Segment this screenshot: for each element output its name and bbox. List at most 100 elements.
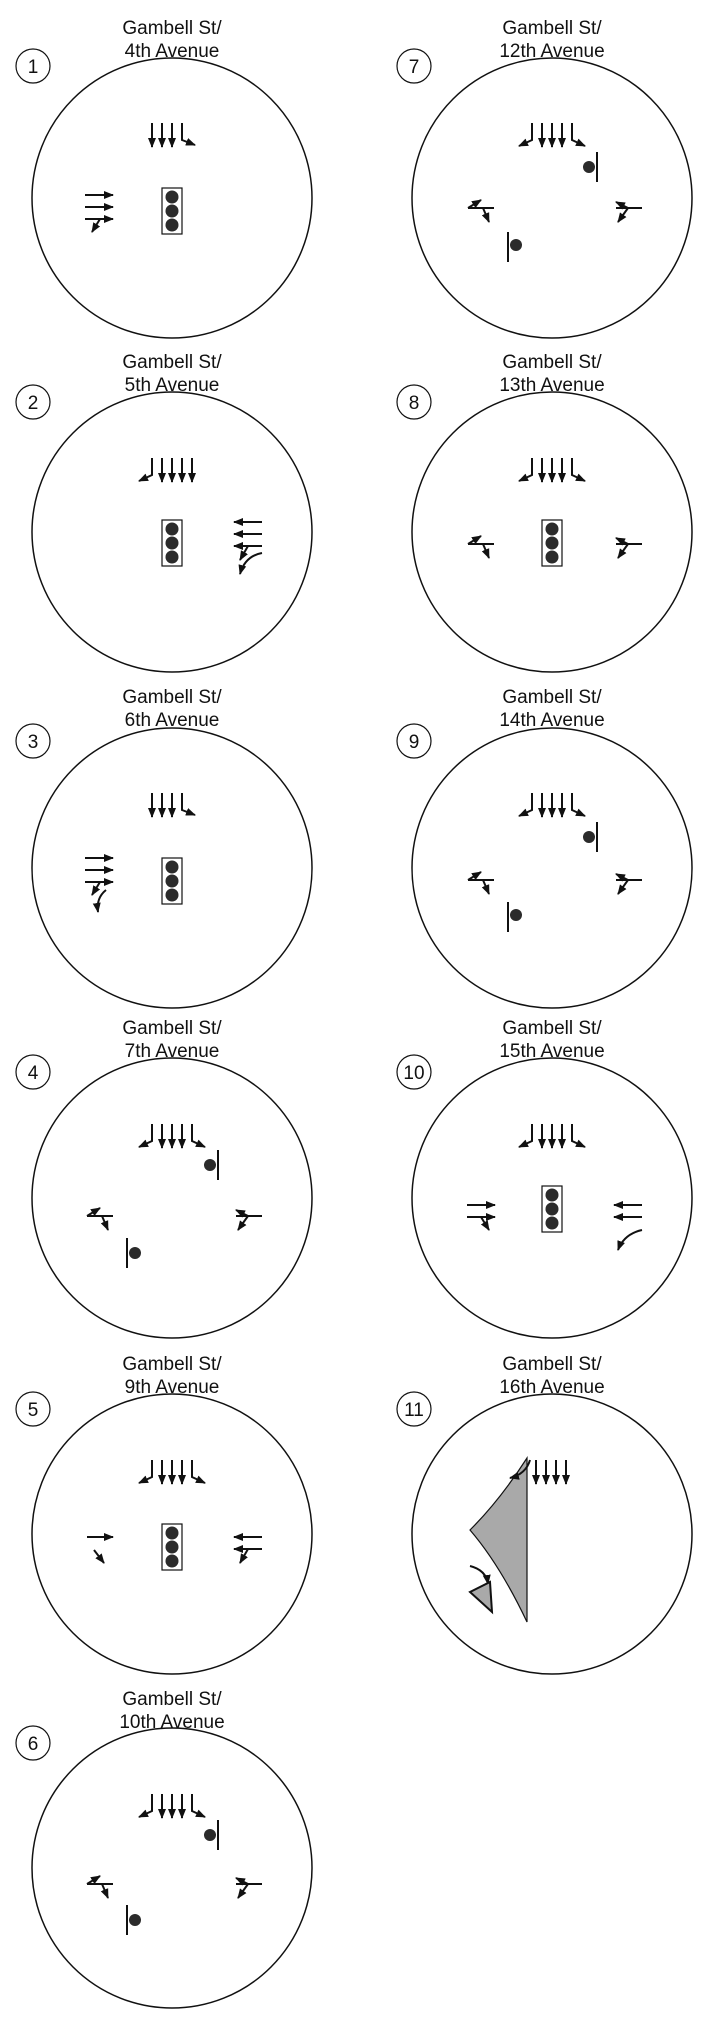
- intersection-number: 11: [404, 1400, 424, 1421]
- intersection-panel-11: Gambell St/ 16th Avenue 11: [396, 1354, 693, 1675]
- intersection-title-street: Gambell St/: [502, 18, 602, 39]
- westbound-lane-arrows: [235, 1209, 262, 1231]
- traffic-signal-icon: [161, 187, 183, 235]
- intersection-title-street: Gambell St/: [122, 1354, 222, 1375]
- yield-sign-icon: [468, 1580, 494, 1615]
- intersection-title-cross-street: 7th Avenue: [125, 1041, 220, 1062]
- intersection-circle: [31, 391, 313, 673]
- intersection-title-cross-street: 15th Avenue: [499, 1041, 604, 1062]
- intersection-number: 2: [28, 393, 39, 414]
- intersection-panel-3: Gambell St/ 6th Avenue 3: [15, 687, 313, 1009]
- eastbound-lane-arrows: [85, 854, 114, 913]
- intersection-number-badge: [396, 384, 432, 420]
- intersection-number-badge: [15, 384, 51, 420]
- southbound-lane-arrows: [518, 1124, 586, 1149]
- westbound-lane-arrows: [613, 1201, 643, 1251]
- southbound-lane-arrows: [518, 123, 586, 148]
- intersection-title-street: Gambell St/: [502, 687, 602, 708]
- intersection-number: 4: [28, 1063, 39, 1084]
- eastbound-lane-arrows: [85, 191, 114, 233]
- eastbound-lane-arrows: [86, 1875, 113, 1899]
- intersection-number-badge: [15, 48, 51, 84]
- intersection-panel-7: Gambell St/ 12th Avenue 7: [396, 18, 693, 339]
- intersection-circle: [411, 1057, 693, 1339]
- southbound-lane-arrows: [509, 1459, 570, 1485]
- stop-sign-icon: [126, 1905, 141, 1935]
- intersection-title-cross-street: 9th Avenue: [125, 1377, 220, 1398]
- intersection-circle: [411, 727, 693, 1009]
- traffic-signal-icon: [161, 1523, 183, 1571]
- intersection-number-badge: [396, 48, 432, 84]
- stop-sign-icon: [204, 1820, 219, 1850]
- intersection-title-street: Gambell St/: [122, 1018, 222, 1039]
- intersection-panel-6: Gambell St/ 10th Avenue 6: [15, 1689, 313, 2009]
- westbound-lane-arrows: [235, 1877, 262, 1899]
- intersection-number: 9: [409, 732, 420, 753]
- westbound-lane-arrows: [615, 537, 642, 559]
- southbound-lane-arrows: [138, 1794, 206, 1819]
- traffic-signal-icon: [161, 519, 183, 567]
- westbound-lane-arrows: [615, 201, 642, 223]
- intersection-number-badge: [15, 723, 51, 759]
- intersection-title-street: Gambell St/: [122, 18, 222, 39]
- intersection-panel-1: Gambell St/ 4th Avenue 1: [15, 18, 313, 339]
- intersection-title-cross-street: 4th Avenue: [125, 41, 220, 62]
- eastbound-lane-arrows: [467, 199, 494, 223]
- intersection-title-cross-street: 13th Avenue: [499, 375, 604, 396]
- intersection-number-badge: [15, 1391, 51, 1427]
- westbound-lane-arrows: [615, 873, 642, 895]
- traffic-signal-icon: [541, 519, 563, 567]
- intersection-title-cross-street: 16th Avenue: [499, 1377, 604, 1398]
- eastbound-lane-arrows: [467, 871, 494, 895]
- intersection-circle: [411, 391, 693, 673]
- intersection-circle: [411, 57, 693, 339]
- stop-sign-icon: [583, 152, 598, 182]
- traffic-signal-icon: [541, 1185, 563, 1233]
- intersection-number: 8: [409, 393, 420, 414]
- traffic-signal-icon: [161, 857, 183, 905]
- intersection-title-street: Gambell St/: [122, 352, 222, 373]
- intersection-circle: [31, 1057, 313, 1339]
- southbound-lane-arrows: [518, 458, 586, 483]
- eastbound-lane-arrows: [467, 535, 494, 559]
- intersection-number: 3: [28, 732, 39, 753]
- intersection-number: 1: [28, 57, 39, 78]
- intersection-panel-5: Gambell St/ 9th Avenue 5: [15, 1354, 313, 1675]
- intersection-title-street: Gambell St/: [502, 352, 602, 373]
- eastbound-lane-arrows: [86, 1207, 113, 1231]
- southbound-lane-arrows: [138, 1124, 206, 1149]
- channelized-right-turn-arrow: [469, 1565, 491, 1585]
- intersection-circle: [31, 727, 313, 1009]
- southbound-lane-arrows: [148, 793, 196, 818]
- intersection-title-cross-street: 12th Avenue: [499, 41, 604, 62]
- stop-sign-icon: [507, 902, 522, 932]
- intersection-panel-4: Gambell St/ 7th Avenue 4: [15, 1018, 313, 1339]
- intersection-title-street: Gambell St/: [502, 1354, 602, 1375]
- intersection-number: 10: [403, 1063, 424, 1084]
- eastbound-lane-arrows: [467, 1201, 496, 1231]
- westbound-lane-arrows: [233, 1533, 262, 1564]
- intersection-circle: [31, 1727, 313, 2009]
- southbound-lane-arrows: [518, 793, 586, 818]
- intersection-panel-10: Gambell St/ 15th Avenue 10: [396, 1018, 693, 1339]
- stop-sign-icon: [126, 1238, 141, 1268]
- intersection-title-street: Gambell St/: [122, 1689, 222, 1710]
- southbound-lane-arrows: [148, 123, 196, 148]
- intersection-number: 5: [28, 1400, 39, 1421]
- intersection-title-cross-street: 14th Avenue: [499, 710, 604, 731]
- westbound-lane-arrows: [233, 518, 263, 575]
- intersection-number-badge: [396, 723, 432, 759]
- intersection-number-badge: [15, 1725, 51, 1761]
- stop-sign-icon: [507, 232, 522, 262]
- channelized-island: [469, 1455, 528, 1623]
- intersection-title-street: Gambell St/: [502, 1018, 602, 1039]
- intersection-number-badge: [396, 1391, 432, 1427]
- intersection-title-cross-street: 6th Avenue: [125, 710, 220, 731]
- intersection-title-cross-street: 5th Avenue: [125, 375, 220, 396]
- intersection-panel-9: Gambell St/ 14th Avenue 9: [396, 687, 693, 1009]
- intersection-number-badge: [396, 1054, 432, 1090]
- eastbound-lane-arrows: [87, 1533, 114, 1564]
- intersection-number: 6: [28, 1734, 39, 1755]
- intersection-circle: [411, 1393, 693, 1675]
